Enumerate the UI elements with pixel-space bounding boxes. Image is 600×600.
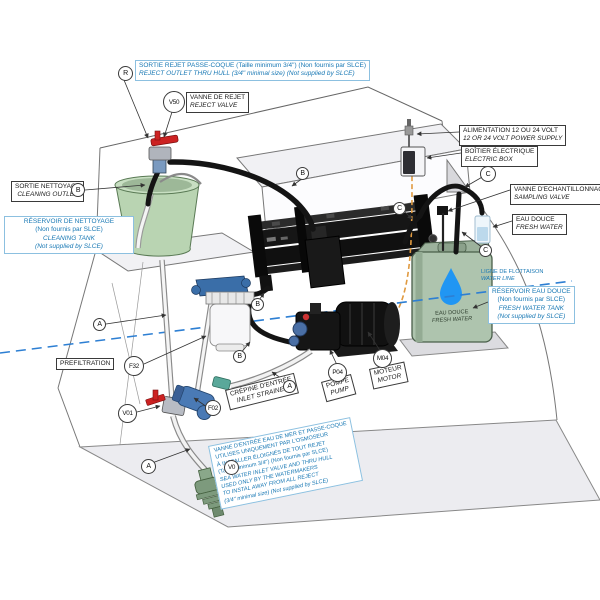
- cleaning-tank-fr: RÉSERVOIR DE NETTOYAGE: [23, 218, 115, 225]
- balloon-b-4: B: [233, 350, 246, 363]
- balloon-c-2: C: [480, 166, 496, 182]
- fresh-water-tank-fr-note: (Non fournis par SLCE): [497, 296, 566, 304]
- balloon-a-1: A: [93, 318, 106, 331]
- cleaning-tank-label: RÉSERVOIR DE NETTOYAGE (Non fournis par …: [4, 216, 134, 254]
- balloon-reject-valve: V50: [163, 91, 185, 113]
- pump-motor: [288, 301, 400, 357]
- reject-hose: [167, 159, 316, 232]
- power-supply-label: ALIMENTATION 12 OU 24 VOLT 12 OR 24 VOLT…: [459, 125, 567, 146]
- electric-box-en: ELECTRIC BOX: [465, 156, 513, 164]
- fresh-water-tank-en-note: (Not supplied by SLCE): [497, 313, 566, 321]
- reject-valve-label: VANNE DE REJET REJECT VALVE: [186, 92, 250, 113]
- balloon-c-3: C: [479, 244, 492, 257]
- balloon-inlet-valve: V01: [118, 404, 137, 423]
- prefilter-clear-tube: [195, 297, 214, 395]
- sampling-valve-fr: VANNE D'ECHANTILLONNAGE: [514, 186, 600, 193]
- electric-box-label: BOÎTIER ÉLECTRIQUE ELECTRIC BOX: [461, 146, 539, 167]
- reject-valve-fr: VANNE DE REJET: [190, 94, 246, 101]
- balloon-b-2: B: [296, 167, 309, 180]
- balloon-thru-hull: V0: [224, 460, 239, 475]
- membrane-unit: [247, 193, 438, 292]
- cleaning-outlet-en: CLEANING OUTLET: [17, 191, 79, 199]
- balloon-motor: M04: [373, 349, 392, 368]
- water-line-fr: LIGNE DE FLOTTAISON: [481, 269, 544, 275]
- cleaning-outlet-fr: SORTIE NETTOYAGE: [15, 183, 81, 190]
- balloon-reject-outlet: R: [118, 66, 133, 81]
- balloon-a-3: A: [141, 459, 156, 474]
- fresh-water-tank-en: FRESH WATER TANK: [498, 304, 564, 312]
- balloon-b-3: B: [251, 298, 264, 311]
- electric-box: [391, 119, 426, 321]
- water-line-label: LIGNE DE FLOTTAISON WATER LINE: [481, 269, 543, 284]
- balloon-b-1: B: [71, 183, 85, 197]
- balloon-prefilter: F32: [124, 356, 144, 376]
- balloon-c-1: C: [393, 202, 406, 215]
- bucket-suction-hose: [160, 259, 174, 401]
- fresh-water-fr: EAU DOUCE: [516, 216, 555, 223]
- fresh-water-sample-label: EAU DOUCE FRESH WATER: [512, 214, 567, 235]
- reject-valve: [148, 130, 179, 174]
- sample-glass: [474, 215, 491, 244]
- cleaning-tank-en-note: (Not supplied by SLCE): [35, 243, 103, 251]
- bucket-handle: [159, 172, 202, 185]
- electric-box-fr: BOÎTIER ÉLECTRIQUE: [465, 148, 535, 155]
- waterline: [0, 280, 573, 354]
- balloon-pump: P04: [328, 363, 347, 382]
- leader-lines: [84, 79, 513, 479]
- fresh-water-tank-fr: RÉSERVOIR EAU DOUCE: [492, 288, 571, 295]
- power-supply-fr: ALIMENTATION 12 OU 24 VOLT: [463, 127, 558, 134]
- cleaning-tank-en: CLEANING TANK: [43, 234, 95, 242]
- water-drop-icon: [440, 268, 462, 305]
- reject-outlet-fr: SORTIE REJET PASSE-COQUE (Taille minimum…: [139, 62, 366, 69]
- inlet-valve-strainer: [145, 376, 231, 421]
- sampling-valve-en: SAMPLING VALVE: [514, 194, 570, 202]
- fresh-water-tank: [411, 239, 493, 343]
- reject-outlet-label: SORTIE REJET PASSE-COQUE (Taille minimum…: [135, 60, 370, 81]
- prefiltration-fr: PREFILTRATION: [60, 360, 111, 367]
- reject-outlet-en: REJECT OUTLET THRU HULL (3/4" minimal si…: [139, 70, 355, 78]
- power-supply-en: 12 OR 24 VOLT POWER SUPPLY: [463, 135, 563, 143]
- prefilter: [159, 259, 303, 401]
- reject-valve-en: REJECT VALVE: [190, 102, 238, 110]
- sampling-plumbing: [402, 183, 485, 255]
- cleaning-tank-bucket: [114, 172, 202, 257]
- balloon-a-2: A: [283, 380, 296, 393]
- fresh-water-tank-label: RÉSERVOIR EAU DOUCE (Non fournis par SLC…: [488, 286, 575, 324]
- prefiltration-label: PREFILTRATION: [56, 358, 115, 371]
- fresh-water-en: FRESH WATER: [516, 224, 563, 232]
- cleaning-tank-fr-note: (Non fournis par SLCE): [35, 226, 103, 234]
- sampling-valve-label: VANNE D'ECHANTILLONNAGE SAMPLING VALVE: [510, 184, 600, 205]
- balloon-strainer: F02: [205, 400, 221, 416]
- water-line-en: WATER LINE: [481, 276, 515, 283]
